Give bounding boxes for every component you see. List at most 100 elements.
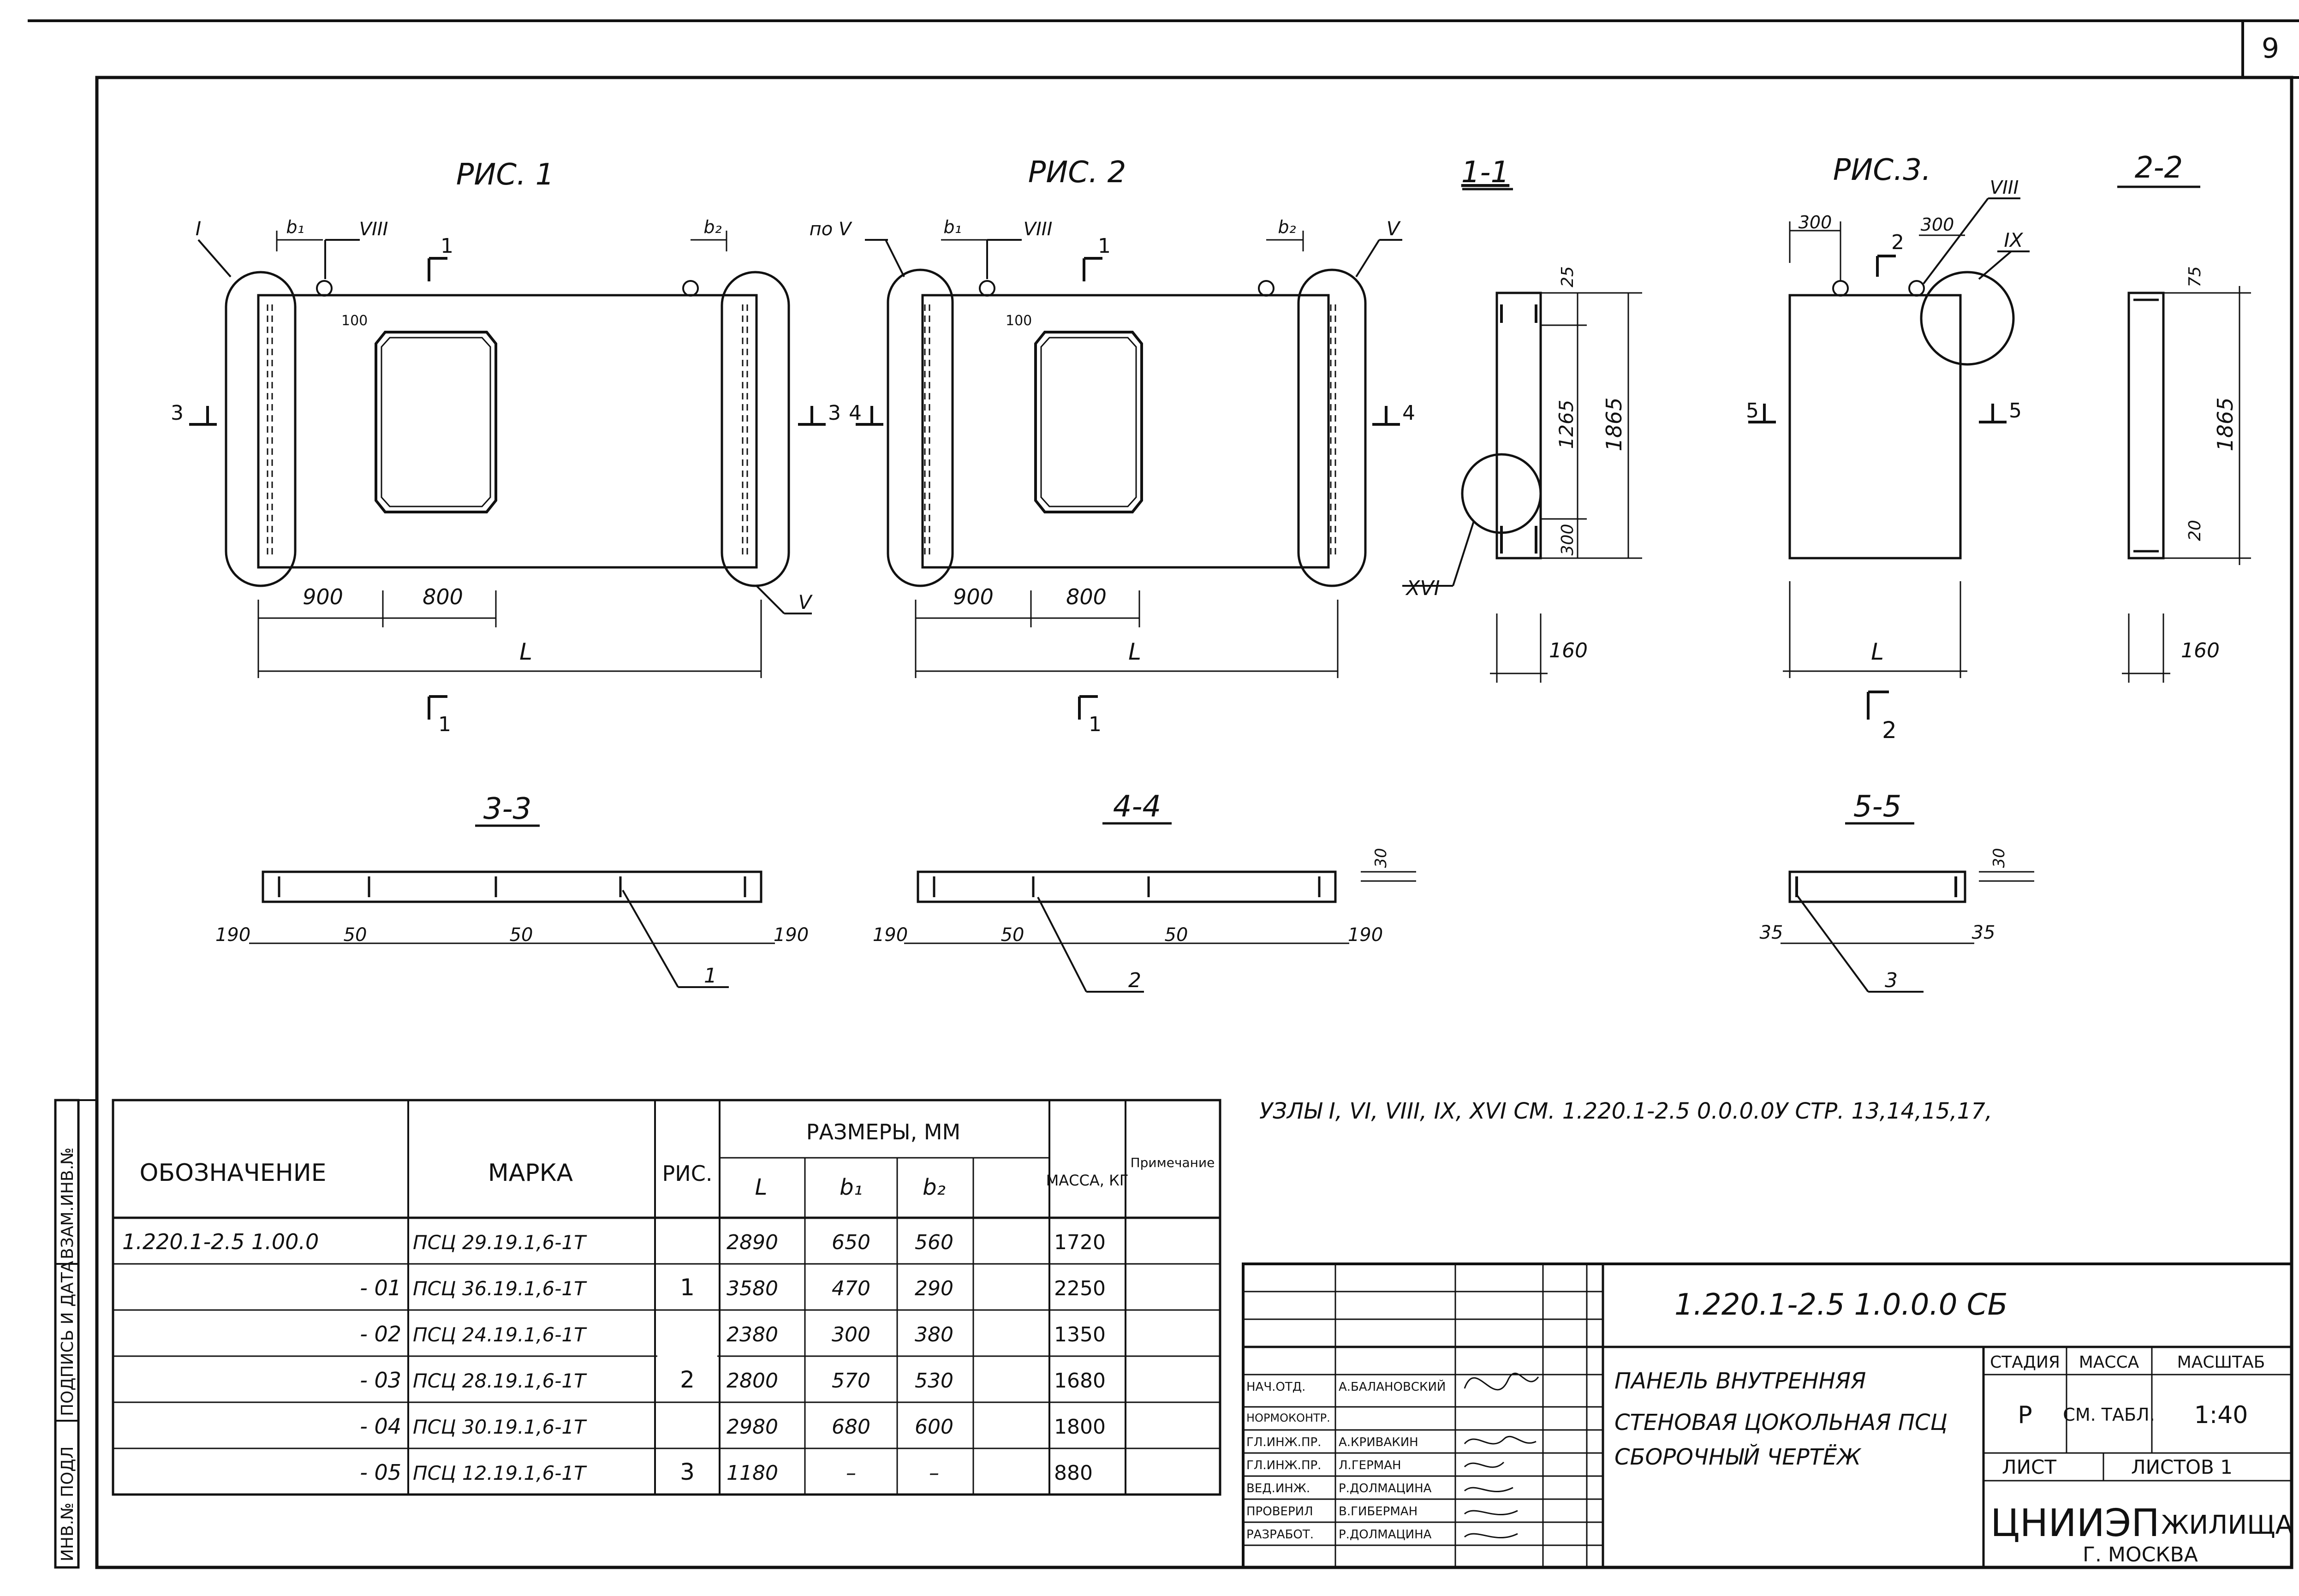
role-label: НАЧ.ОТД.: [1246, 1380, 1305, 1394]
fig2-b1: b₁: [943, 217, 961, 237]
fig2-cut-bottom: 1: [1089, 713, 1102, 736]
row-mark: ПСЦ 30.19.1,6-1Т: [413, 1416, 587, 1438]
header-sizes: РАЗМЕРЫ, ММ: [806, 1120, 960, 1144]
sec55-d35b: 35: [1972, 922, 1995, 943]
sec22-d160: 160: [2181, 639, 2220, 662]
section-2-2-title: 2-2: [2135, 151, 2183, 185]
section-4-4: 4-4 2 190 50 50 190 30: [873, 790, 1416, 993]
row-mark: ПСЦ 24.19.1,6-1Т: [413, 1323, 587, 1346]
row-b2: –: [929, 1461, 939, 1485]
fig2-dim-100: 100: [1006, 313, 1032, 329]
section-5-5: 5-5 3 35 35 30: [1760, 790, 2034, 993]
table-row: - 03 ПСЦ 28.19.1,6-1Т 2800 570 530 1680: [360, 1368, 1106, 1393]
title-line-1: ПАНЕЛЬ ВНУТРЕННЯЯ: [1614, 1368, 1866, 1394]
fig2-node-poV: по V: [810, 219, 852, 240]
fig2-dim-800: 800: [1066, 584, 1107, 609]
row-mark: ПСЦ 29.19.1,6-1Т: [413, 1231, 587, 1254]
row-designation: - 03: [360, 1368, 401, 1393]
row-mark: ПСЦ 36.19.1,6-1Т: [413, 1277, 587, 1300]
sec33-d50b: 50: [510, 924, 533, 946]
row-b1: 300: [832, 1323, 870, 1346]
fig3-cut-top: 2: [1891, 231, 1904, 254]
fig1-node-VIII: VIII: [359, 219, 388, 240]
fig1-dim-900: 900: [303, 584, 343, 609]
header-L: L: [755, 1174, 768, 1200]
row-L: 3580: [727, 1277, 778, 1300]
row-b2: 600: [915, 1415, 953, 1439]
section-2-2: 2-2 75 1865 20 160: [2117, 151, 2251, 683]
sec33-pos-1: 1: [704, 964, 717, 988]
sec44-d50a: 50: [1001, 924, 1024, 946]
mass-value: СМ. ТАБЛ.: [2063, 1405, 2155, 1425]
role-name: А.КРИВАКИН: [1339, 1435, 1418, 1449]
row-b2: 560: [915, 1231, 953, 1254]
sec44-d50b: 50: [1165, 924, 1188, 946]
row-b1: 680: [832, 1415, 870, 1439]
sheets-label: ЛИСТОВ 1: [2131, 1456, 2233, 1478]
org-name-2: ЖИЛИЩА: [2161, 1510, 2293, 1540]
row-L: 2800: [727, 1369, 778, 1393]
fig1-b2: b₂: [703, 217, 721, 237]
fig2-dim-900: 900: [953, 584, 994, 609]
sec33-d50a: 50: [344, 924, 367, 946]
section-3-3: 3-3 1 190 50 50 190: [215, 792, 809, 988]
sec55-d30: 30: [1990, 848, 2008, 868]
fig3-cut-right: 5: [2009, 399, 2022, 423]
row-b1: 570: [832, 1369, 870, 1393]
row-designation: 1.220.1-2.5 1.00.0: [122, 1229, 319, 1254]
signature-mark: [1464, 1533, 1518, 1538]
org-city: Г. МОСКВА: [2083, 1543, 2198, 1566]
fig1-dim-100: 100: [341, 313, 368, 329]
table-row: - 04 ПСЦ 30.19.1,6-1Т 2980 680 600 1800: [360, 1414, 1106, 1439]
title-block: 1.220.1-2.5 1.0.0.0 СБ НАЧ.ОТД. А.БАЛАНО…: [1242, 1263, 2293, 1569]
table-row: - 05 ПСЦ 12.19.1,6-1Т 1180 – – 880: [360, 1460, 1093, 1485]
page-number: 9: [2262, 32, 2279, 65]
header-mass: МАССА, КГ: [1046, 1172, 1129, 1189]
signature-mark: [1464, 1372, 1539, 1391]
section-5-5-title: 5-5: [1853, 790, 1902, 824]
sec11-d1865: 1865: [1602, 397, 1626, 451]
org-name: ЦНИИЭП: [1990, 1501, 2160, 1545]
sheet-frame: 9: [28, 19, 2299, 1569]
role-name: Л.ГЕРМАН: [1339, 1459, 1401, 1472]
row-designation: - 02: [360, 1322, 401, 1346]
fig3-node-IX: IX: [2004, 229, 2023, 251]
role-name: А.БАЛАНОВСКИЙ: [1339, 1379, 1446, 1394]
fig2-b2: b₂: [1278, 217, 1296, 237]
drawing-code: 1.220.1-2.5 1.0.0.0 СБ: [1674, 1288, 2007, 1322]
row-b1: 470: [832, 1277, 870, 1300]
figure-1: РИС. 1 I VIII V b₁ b₂ 1 1 3 3 100: [171, 158, 841, 736]
role-name: В.ГИБЕРМАН: [1339, 1505, 1418, 1519]
row-mass: 2250: [1054, 1277, 1106, 1300]
sec22-d75: 75: [2186, 266, 2204, 287]
fig3-cut-left: 5: [1746, 399, 1759, 423]
fig-group-1: 1: [680, 1274, 695, 1301]
header-note: Примечание: [1131, 1155, 1215, 1170]
row-mass: 1350: [1054, 1323, 1106, 1346]
stamp-vzam-inv: ВЗАМ.ИНВ.№: [58, 1148, 77, 1260]
row-b1: –: [846, 1461, 856, 1485]
row-designation: - 01: [360, 1275, 401, 1300]
sec11-d160: 160: [1549, 639, 1588, 662]
row-mass: 880: [1054, 1461, 1093, 1485]
fig1-cut-bottom: 1: [438, 713, 451, 736]
header-mark: МАРКА: [488, 1159, 573, 1187]
row-mass: 1800: [1054, 1415, 1106, 1439]
title-line-3: СБОРОЧНЫЙ ЧЕРТЁЖ: [1614, 1444, 1862, 1470]
row-mass: 1680: [1054, 1369, 1106, 1393]
sec11-d1265: 1265: [1555, 400, 1578, 449]
fig3-d300b: 300: [1921, 214, 1954, 235]
header-designation: ОБОЗНАЧЕНИЕ: [140, 1159, 327, 1187]
fig2-cut-top: 1: [1098, 234, 1111, 258]
mass-label: МАССА: [2079, 1353, 2139, 1372]
sec11-d300: 300: [1558, 524, 1577, 556]
sec55-pos-3: 3: [1885, 969, 1898, 992]
row-mark: ПСЦ 12.19.1,6-1Т: [413, 1462, 587, 1484]
fig1-dim-800: 800: [423, 584, 463, 609]
row-L: 2980: [727, 1415, 778, 1439]
role-label: НОРМОКОНТР.: [1246, 1411, 1330, 1424]
role-name: Р.ДОЛМАЦИНА: [1339, 1482, 1432, 1495]
fig2-node-V: V: [1387, 217, 1401, 240]
figure-1-title: РИС. 1: [456, 158, 554, 192]
